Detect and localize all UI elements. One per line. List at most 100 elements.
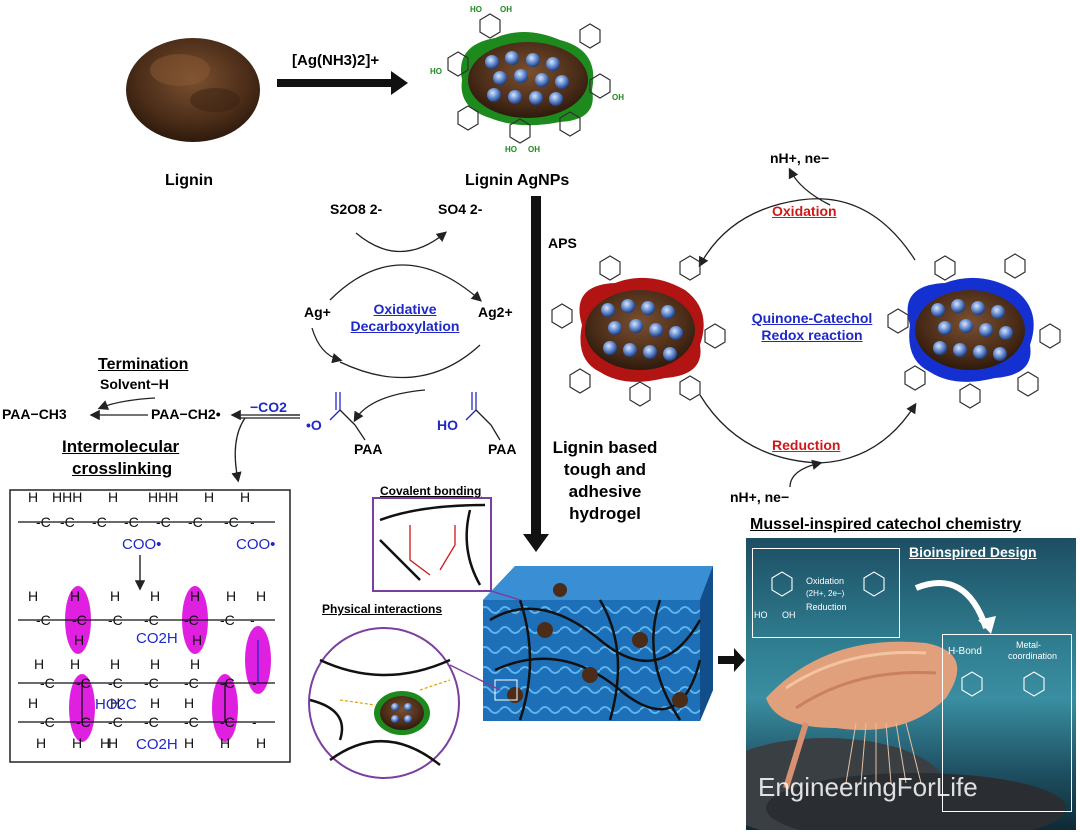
ag-plus-label: Ag+ bbox=[304, 304, 331, 320]
paa-radical-structure bbox=[329, 392, 366, 441]
svg-text:H: H bbox=[110, 588, 120, 604]
svg-text:H: H bbox=[108, 735, 118, 751]
metal-label-2: coordination bbox=[1008, 651, 1058, 661]
svg-text:-C: -C bbox=[108, 675, 123, 691]
covalent-label: Covalent bonding bbox=[380, 484, 482, 498]
svg-text:-C: -C bbox=[36, 514, 51, 530]
svg-text:H: H bbox=[226, 588, 236, 604]
svg-text:-: - bbox=[252, 714, 257, 730]
paa-ch3-label: PAA−CH3 bbox=[2, 406, 67, 422]
catechol-rings-blue bbox=[887, 253, 1061, 409]
ag-particles-green bbox=[485, 51, 569, 106]
svg-text:OH: OH bbox=[500, 5, 512, 14]
hydrogel-cube bbox=[483, 566, 713, 721]
svg-text:HO: HO bbox=[470, 5, 482, 14]
hydrogel-label-4: hydrogel bbox=[569, 504, 641, 523]
svg-text:-C: -C bbox=[108, 612, 123, 628]
lignin-powder-image bbox=[126, 38, 260, 142]
svg-text:H: H bbox=[72, 735, 82, 751]
metal-label-1: Metal- bbox=[1016, 640, 1042, 650]
co2h-label-a: CO2H bbox=[136, 630, 178, 647]
hydrogel-label-3: adhesive bbox=[568, 482, 642, 501]
lignin-agnps-label: Lignin AgNPs bbox=[465, 172, 570, 189]
svg-text:HO: HO bbox=[430, 67, 442, 76]
svg-text:-C: -C bbox=[184, 714, 199, 730]
svg-text:-: - bbox=[250, 514, 255, 530]
svg-text:HO: HO bbox=[505, 145, 517, 154]
lignin-agnp-blue bbox=[907, 277, 1034, 382]
svg-text:H: H bbox=[74, 632, 84, 648]
svg-text:H: H bbox=[28, 489, 38, 505]
coo-label-a: COO• bbox=[122, 536, 162, 553]
paa-acid-structure bbox=[465, 392, 501, 441]
svg-text:H: H bbox=[110, 656, 120, 672]
svg-text:H: H bbox=[220, 735, 230, 751]
hydrogel-label-1: Lignin based bbox=[552, 438, 658, 457]
oxidative-label: Oxidative bbox=[373, 301, 437, 317]
oxidation-label: Oxidation bbox=[772, 203, 837, 219]
svg-text:HHH: HHH bbox=[148, 489, 178, 505]
svg-text:H: H bbox=[36, 735, 46, 751]
svg-text:H: H bbox=[100, 735, 110, 751]
solvent-h-label: Solvent−H bbox=[100, 376, 169, 392]
svg-text:-: - bbox=[252, 675, 257, 691]
physical-label: Physical interactions bbox=[322, 602, 443, 616]
ho-label: HO bbox=[437, 417, 458, 433]
so4-label: SO4 2- bbox=[438, 201, 483, 217]
svg-text:H: H bbox=[240, 489, 250, 505]
bioinspired-box bbox=[752, 548, 900, 638]
ho2c-label: HO2C bbox=[95, 696, 137, 713]
s2o8-label: S2O8 2- bbox=[330, 201, 383, 217]
svg-text:H: H bbox=[70, 588, 80, 604]
reagent-label: [Ag(NH3)2]+ bbox=[292, 52, 380, 69]
svg-text:H: H bbox=[34, 656, 44, 672]
svg-text:-C: -C bbox=[184, 675, 199, 691]
svg-text:-C: -C bbox=[40, 675, 55, 691]
lignin-label: Lignin bbox=[165, 172, 213, 189]
svg-text:H: H bbox=[190, 656, 200, 672]
svg-text:H: H bbox=[204, 489, 214, 505]
svg-text:H: H bbox=[184, 735, 194, 751]
catechol-rings-red bbox=[551, 255, 726, 407]
svg-text:-C: -C bbox=[144, 612, 159, 628]
svg-text:-C: -C bbox=[184, 612, 199, 628]
redox-cycle-arrows bbox=[698, 167, 917, 488]
mussel-panel: Bioinspired Design Oxidation (2H+, 2e−) … bbox=[746, 538, 1076, 830]
svg-text:-C: -C bbox=[144, 675, 159, 691]
reduction-label: Reduction bbox=[772, 437, 841, 453]
watermark: EngineeringForLife bbox=[758, 772, 978, 802]
hbond-box bbox=[942, 634, 1072, 812]
svg-text:-C: -C bbox=[76, 714, 91, 730]
svg-text:HHH: HHH bbox=[52, 489, 82, 505]
hydrogel-label-2: tough and bbox=[563, 460, 647, 479]
svg-text:H: H bbox=[108, 489, 118, 505]
svg-text:-C: -C bbox=[220, 675, 235, 691]
svg-text:H: H bbox=[150, 656, 160, 672]
coo-label-b: COO• bbox=[236, 536, 276, 553]
mussel-reduction-label: Reduction bbox=[806, 602, 847, 612]
svg-text:OH: OH bbox=[612, 93, 624, 102]
ag2-plus-label: Ag2+ bbox=[478, 304, 513, 320]
catechol-rings-green bbox=[447, 13, 611, 144]
physical-inset bbox=[308, 627, 501, 779]
svg-text:-C: -C bbox=[108, 714, 123, 730]
svg-text:H: H bbox=[192, 632, 202, 648]
mussel-oxidation-label: Oxidation bbox=[806, 576, 845, 586]
covalent-inset bbox=[372, 497, 521, 601]
mussel-ho-label: HO bbox=[754, 610, 768, 620]
hbond-label: H-Bond bbox=[948, 646, 982, 657]
svg-text:-C: -C bbox=[224, 514, 239, 530]
nh-bottom-label: nH+, ne− bbox=[730, 489, 790, 505]
paa-left-label: PAA bbox=[354, 441, 383, 457]
svg-text:-C: -C bbox=[220, 714, 235, 730]
svg-text:-C: -C bbox=[220, 612, 235, 628]
svg-text:-C: -C bbox=[156, 514, 171, 530]
svg-text:-C: -C bbox=[40, 714, 55, 730]
minus-co2-label: −CO2 bbox=[250, 399, 287, 415]
svg-text:H: H bbox=[256, 588, 266, 604]
oxidative-cycle bbox=[97, 231, 482, 483]
lignin-agnp-red bbox=[579, 277, 704, 382]
